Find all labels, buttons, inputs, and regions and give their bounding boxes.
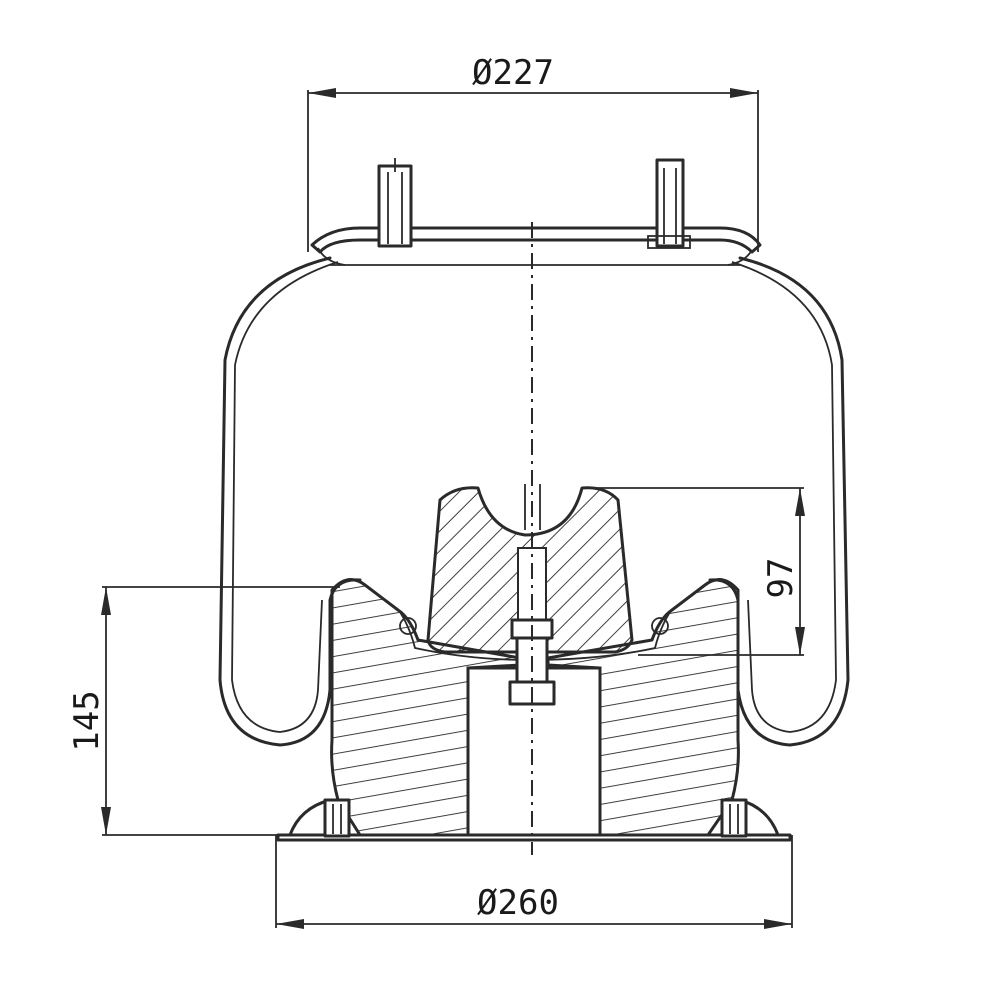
stud-right bbox=[647, 158, 691, 249]
height-bumper-label: 97 bbox=[761, 558, 801, 599]
top-diameter-label: Ø227 bbox=[472, 53, 554, 93]
bottom-diameter-label: Ø260 bbox=[477, 883, 559, 923]
height-piston-label: 145 bbox=[67, 690, 107, 751]
dimension-top-diameter: Ø227 bbox=[307, 53, 759, 252]
stud-left bbox=[377, 158, 413, 248]
piston bbox=[330, 578, 740, 837]
dimension-bottom-diameter: Ø260 bbox=[275, 835, 793, 929]
base-stud-right bbox=[720, 798, 748, 838]
dimension-height-piston: 145 bbox=[67, 586, 340, 836]
base-stud-left bbox=[323, 798, 351, 838]
dimension-height-bumper: 97 bbox=[598, 487, 805, 656]
